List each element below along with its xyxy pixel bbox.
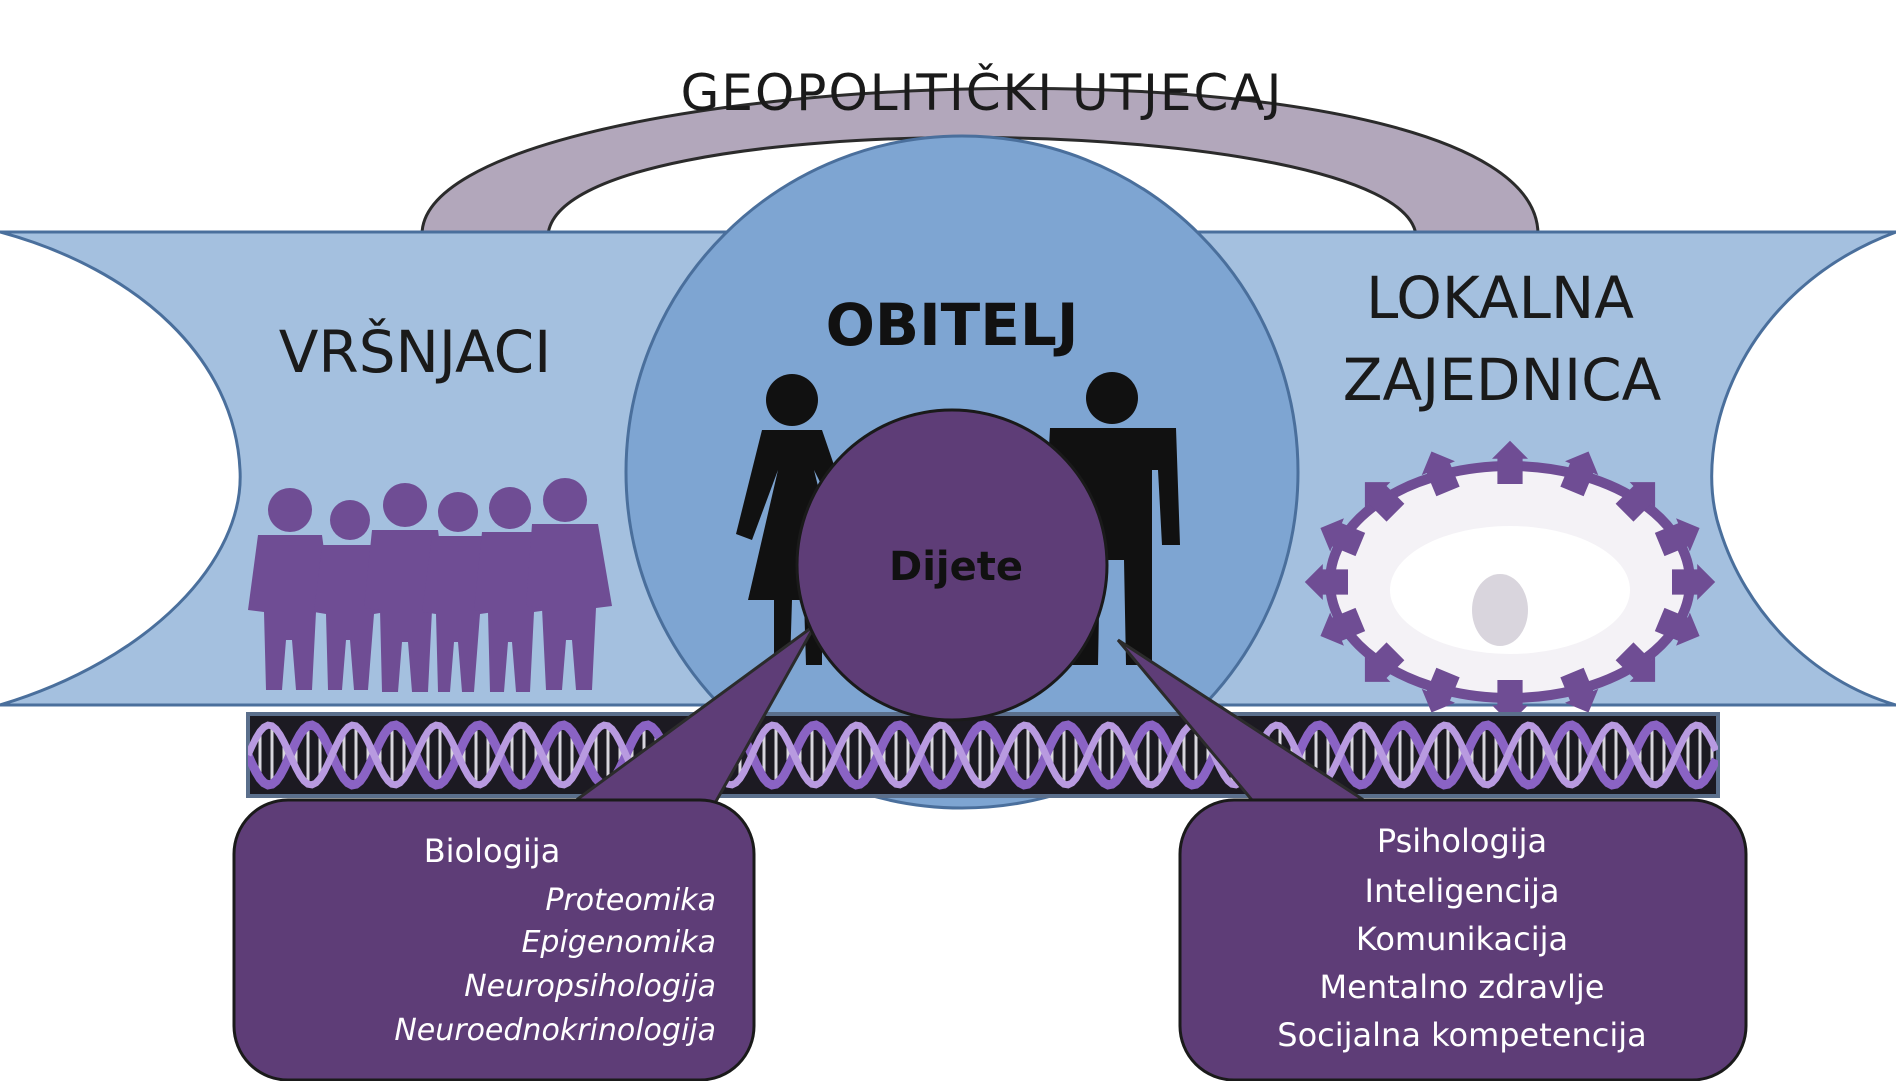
house-icon xyxy=(1560,667,1599,713)
biology-item: Proteomika xyxy=(545,883,716,918)
house-icon xyxy=(1364,482,1405,522)
dna-helix-strip-icon xyxy=(246,712,1720,798)
house-icon xyxy=(1421,667,1460,713)
psychology-item: Inteligencija xyxy=(1365,872,1560,910)
biology-item: Epigenomika xyxy=(521,925,716,960)
house-icon xyxy=(1320,518,1366,557)
dna-strand xyxy=(248,721,1718,789)
house-icon xyxy=(1615,482,1656,522)
house-icon xyxy=(1304,564,1348,600)
community-label-line2: ZAJEDNICA xyxy=(1343,346,1662,414)
child-node: Dijete xyxy=(795,408,1109,722)
dna-strand xyxy=(248,720,1718,790)
house-icon xyxy=(1320,607,1366,646)
peer-group-silhouette-icon xyxy=(248,478,612,692)
biology-item: Neuroednokrinologija xyxy=(394,1013,716,1048)
psychology-item: Psihologija xyxy=(1377,822,1547,860)
psychology-item: Socijalna kompetencija xyxy=(1277,1016,1646,1054)
child-label: Dijete xyxy=(889,544,1023,590)
biology-title: Biologija xyxy=(424,832,561,870)
psychology-box: Psihologija Inteligencija Komunikacija M… xyxy=(1178,798,1748,1081)
house-ring-community-icon xyxy=(1304,440,1716,724)
geopolitical-arc: GEOPOLITIČKI UTJECAJ xyxy=(420,63,1540,237)
biology-box: Biologija Proteomika Epigenomika Neurops… xyxy=(232,798,756,1081)
house-icon xyxy=(1421,451,1460,497)
house-icon xyxy=(1672,564,1716,600)
house-icon xyxy=(1615,642,1656,682)
family-label: OBITELJ xyxy=(826,291,1079,359)
psychology-item: Mentalno zdravlje xyxy=(1320,968,1605,1006)
house-icon xyxy=(1492,440,1528,484)
house-icon xyxy=(1364,642,1405,682)
arc-label: GEOPOLITIČKI UTJECAJ xyxy=(681,63,1284,122)
house-icon xyxy=(1654,607,1700,646)
psychology-item: Komunikacija xyxy=(1356,920,1568,958)
peers-label: VRŠNJACI xyxy=(279,317,552,386)
biology-item: Neuropsihologija xyxy=(464,969,716,1004)
community-label-line1: LOKALNA xyxy=(1366,264,1634,332)
house-icon xyxy=(1654,518,1700,557)
house-icon xyxy=(1560,451,1599,497)
